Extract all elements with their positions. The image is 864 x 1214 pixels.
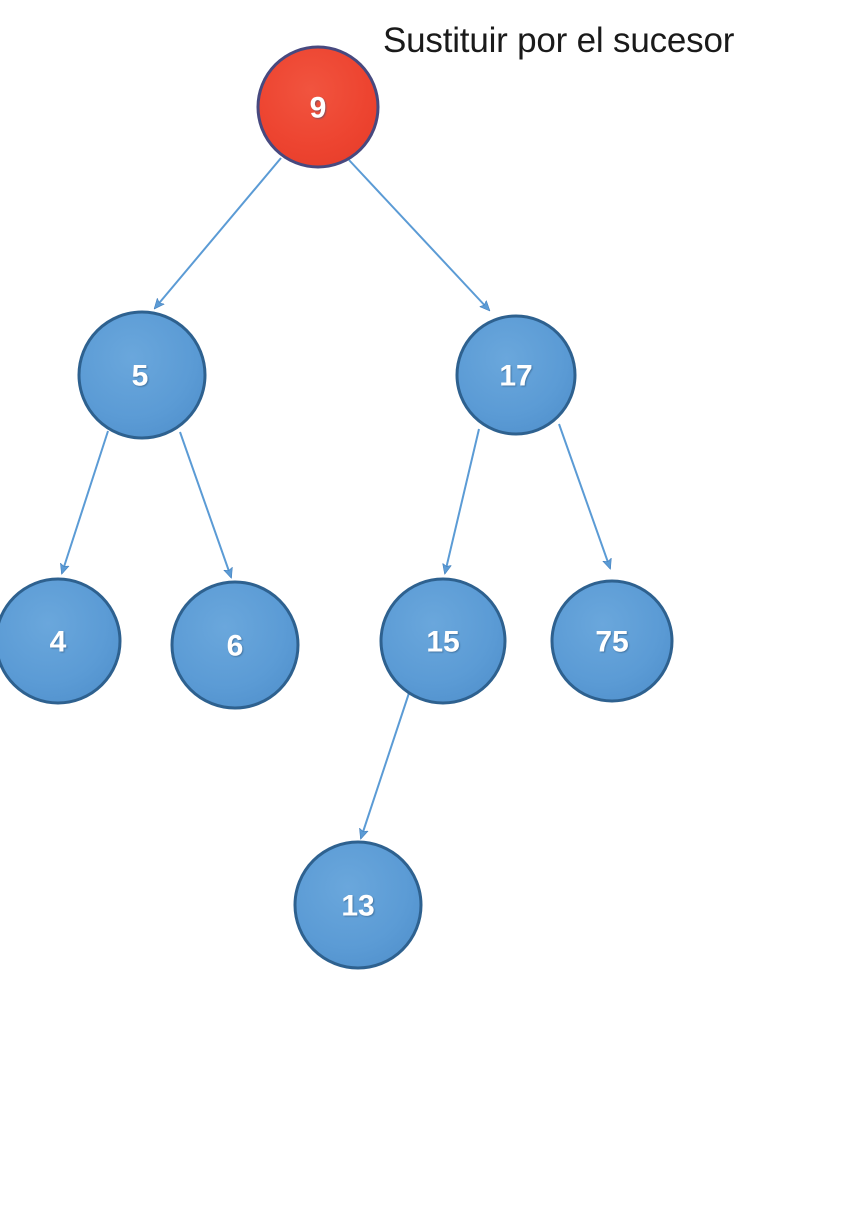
nodes-layer: 9 5 17 4 6 15 75 13 <box>0 45 674 970</box>
node-label-6: 6 <box>227 630 244 663</box>
tree-node-4[interactable]: 4 <box>0 577 122 705</box>
tree-edge-n17-to-n75 <box>558 423 610 568</box>
node-label-15: 15 <box>426 626 459 659</box>
node-circle-15[interactable] <box>379 577 507 705</box>
tree-node-6[interactable]: 6 <box>170 580 300 710</box>
node-label-9: 9 <box>310 92 327 125</box>
tree-edge-n9-to-n5 <box>155 157 282 308</box>
node-circle-5[interactable] <box>77 310 207 440</box>
tree-edge-n17-to-n15 <box>445 428 480 573</box>
node-label-17: 17 <box>499 360 532 393</box>
tree-edge-n5-to-n4 <box>62 430 109 573</box>
node-label-4: 4 <box>50 626 67 659</box>
tree-edge-n5-to-n6 <box>179 431 231 577</box>
tree-node-75[interactable]: 75 <box>550 579 674 703</box>
node-label-75: 75 <box>595 626 628 659</box>
node-circle-6[interactable] <box>170 580 300 710</box>
tree-node-17[interactable]: 17 <box>455 314 577 436</box>
edges-layer <box>62 157 610 838</box>
node-circle-17[interactable] <box>455 314 577 436</box>
node-label-13: 13 <box>341 890 374 923</box>
tree-edge-n15-to-n13 <box>361 692 410 838</box>
tree-node-5[interactable]: 5 <box>77 310 207 440</box>
node-circle-4[interactable] <box>0 577 122 705</box>
page-title: Sustituir por el sucesor <box>383 21 735 60</box>
tree-node-13[interactable]: 13 <box>293 840 423 970</box>
node-circle-13[interactable] <box>293 840 423 970</box>
tree-node-15[interactable]: 15 <box>379 577 507 705</box>
node-circle-75[interactable] <box>550 579 674 703</box>
node-circle-9[interactable] <box>256 45 380 169</box>
tree-edge-n9-to-n17 <box>348 159 489 310</box>
tree-node-9[interactable]: 9 <box>256 45 380 169</box>
node-label-5: 5 <box>132 360 149 393</box>
